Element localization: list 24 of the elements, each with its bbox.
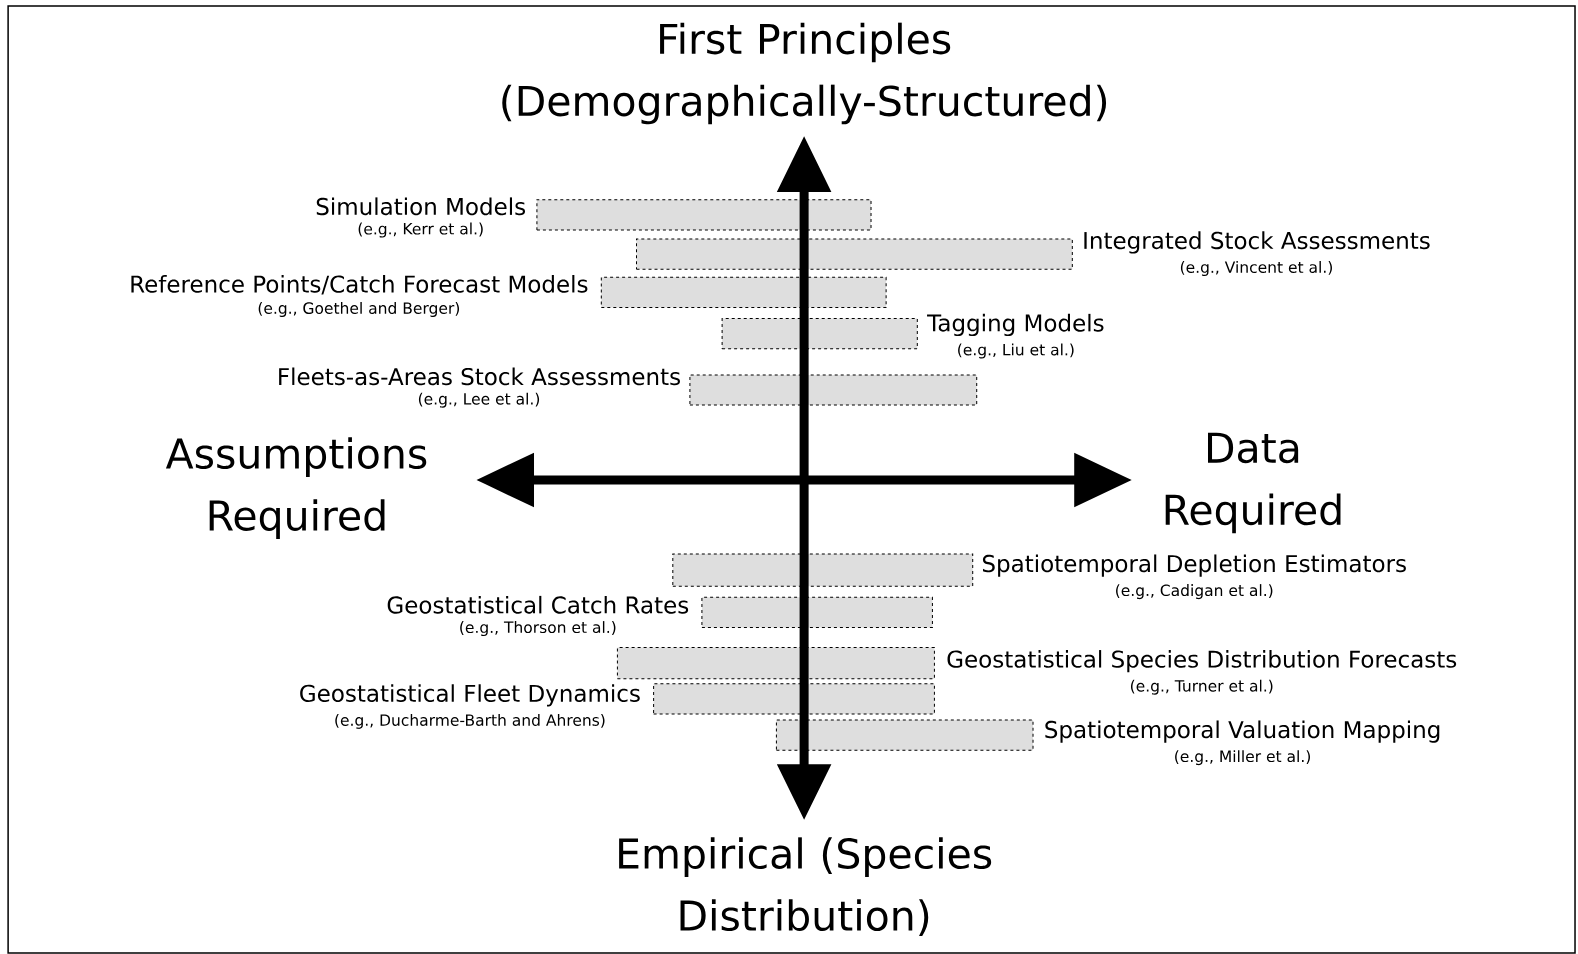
bar-label: Geostatistical Catch Rates bbox=[387, 595, 689, 614]
citation-text: (e.g., Ducharme-Barth and Ahrens) bbox=[335, 713, 605, 729]
axis-label: Empirical (Species Distribution) bbox=[619, 837, 992, 936]
axis-label: First Principles (Demographically-Structured) bbox=[502, 22, 1107, 125]
citation-text: (e.g., Goethel and Berger) bbox=[258, 302, 459, 317]
bar-label: Fleets-as-Areas Stock Assessments bbox=[279, 367, 680, 386]
citation-text: (e.g., Cadigan et al.) bbox=[1116, 584, 1273, 600]
citation-text: (e.g., Kerr et al.) bbox=[358, 222, 483, 238]
citation-text: (e.g., Turner et al.) bbox=[1131, 679, 1273, 695]
citation-text: (e.g., Miller et al.) bbox=[1175, 750, 1310, 766]
bar-label: Simulation Models bbox=[316, 197, 525, 216]
bar-label: Spatiotemporal Valuation Mapping bbox=[1045, 720, 1440, 743]
citation-text: (e.g., Liu et al.) bbox=[958, 343, 1074, 359]
bar-label: Integrated Stock Assessments bbox=[1084, 231, 1430, 254]
bar-label: Reference Points/Catch Forecast Models bbox=[131, 275, 588, 295]
citation-text: (e.g., Vincent et al.) bbox=[1180, 261, 1332, 277]
bar-label: Geostatistical Species Distribution Forecasts bbox=[947, 650, 1457, 673]
bar-label: Tagging Models bbox=[927, 313, 1104, 337]
axis-label: Data Required bbox=[1165, 432, 1341, 534]
axis-label: Assumptions Required bbox=[165, 437, 427, 539]
bar-label: Spatiotemporal Depletion Estimators bbox=[982, 554, 1406, 577]
bar-label: Geostatistical Fleet Dynamics bbox=[300, 684, 640, 707]
citation-text: (e.g., Lee et al.) bbox=[418, 392, 540, 408]
citation-text: (e.g., Thorson et al.) bbox=[460, 621, 616, 637]
